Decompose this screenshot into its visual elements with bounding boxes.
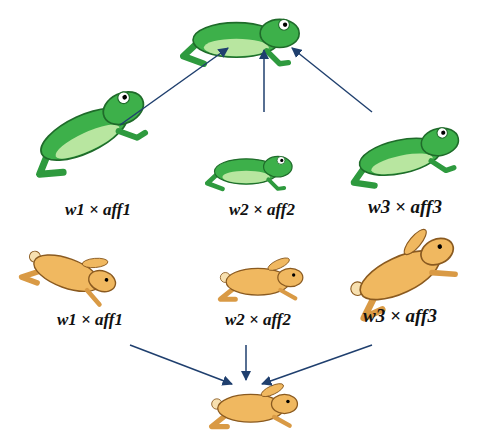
rabbit-2: [220, 255, 303, 299]
merge-arrow: [130, 345, 232, 384]
rabbit-result: [212, 381, 298, 426]
merge-arrow: [262, 345, 372, 384]
rabbit-1: [22, 232, 124, 308]
weight-formula: w3 × aff3: [363, 305, 437, 327]
frog-2: [207, 156, 292, 188]
frog-3: [346, 125, 464, 190]
rabbit-3: [339, 218, 465, 319]
frog-1: [23, 86, 156, 182]
merge-arrow: [292, 48, 372, 112]
merge-arrow: [245, 345, 247, 380]
weight-formula: w1 × aff1: [65, 200, 131, 220]
weight-formula: w1 × aff1: [57, 310, 123, 330]
merge-arrow: [120, 48, 228, 125]
weight-formula: w3 × aff3: [368, 196, 442, 218]
merge-arrow: [263, 50, 265, 112]
weight-formula: w2 × aff2: [229, 200, 295, 220]
frog-result: [183, 19, 299, 63]
weight-formula: w2 × aff2: [225, 310, 291, 330]
